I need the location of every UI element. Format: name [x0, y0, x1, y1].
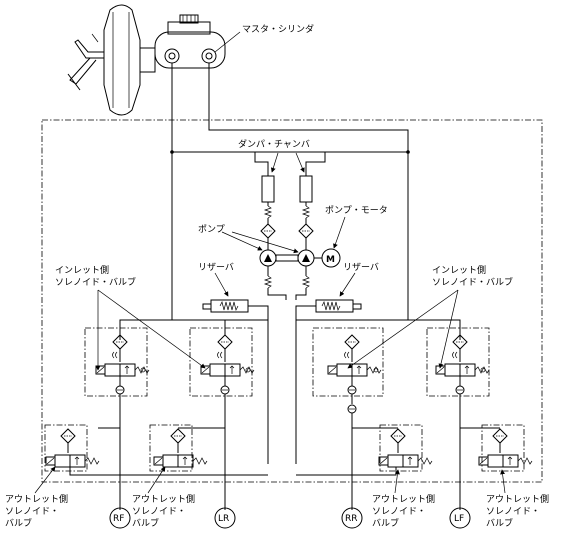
- outlet-lr-label-line2: ソレノイド・: [132, 507, 186, 517]
- inlet-right-label-line2: ソレノイド・バルブ: [432, 276, 513, 288]
- reservoir-left: [202, 299, 249, 313]
- outlet-rf-label-line2: ソレノイド・: [5, 507, 59, 517]
- pump-label: ポンプ: [198, 224, 225, 235]
- damper-chamber-left: [261, 175, 275, 203]
- motor-symbol: M: [326, 255, 335, 265]
- master-cylinder-assembly: [67, 4, 226, 116]
- wheel-rf: RF: [109, 507, 131, 529]
- outlet-valve-lf: [478, 424, 533, 472]
- wheel-rf-label: RF: [113, 514, 124, 524]
- outlet-valve-rf: [44, 424, 268, 476]
- pump-right: [297, 249, 315, 267]
- inlet-left-label-line2: ソレノイド・バルブ: [55, 276, 136, 288]
- wheel-rr: RR: [341, 507, 363, 529]
- outlet-rf-label-line1: アウトレット側: [5, 493, 68, 505]
- damper-chamber-right: [299, 175, 313, 203]
- inlet-valve-lr: [171, 152, 255, 428]
- pump-motor: M: [321, 248, 341, 268]
- outlet-valve-rr: [296, 424, 433, 476]
- master-cylinder-label: マスタ・シリンダ: [242, 23, 314, 35]
- inlet-valve-rr: [312, 327, 384, 428]
- reservoir-right: [315, 299, 362, 313]
- outlet-lf-label-line1: アウトレット側: [486, 493, 549, 505]
- outlet-rf-label-line3: バルブ: [5, 517, 32, 529]
- wheel-lr: LR: [214, 507, 236, 529]
- outlet-lf-label-line2: ソレノイド・: [486, 507, 540, 517]
- outlet-lr-label-line3: バルブ: [132, 517, 159, 529]
- outlet-lf-label-line3: バルブ: [486, 517, 513, 529]
- reservoir-right-label: リザーバ: [343, 262, 379, 273]
- inlet-valve-lf: [407, 152, 490, 428]
- inlet-valve-rf: [84, 327, 150, 428]
- outlet-rr-label-line3: バルブ: [372, 517, 399, 529]
- reservoir-left-label: リザーバ: [198, 262, 234, 273]
- wheel-rr-label: RR: [345, 514, 358, 524]
- outlet-valve-lr: [149, 424, 208, 472]
- pump-left: [259, 249, 277, 267]
- inlet-right-label-line1: インレット側: [432, 264, 486, 276]
- damper-chamber-label: ダンパ・チャンバ: [238, 138, 310, 150]
- pump-motor-label: ポンプ・モータ: [325, 205, 388, 216]
- hydraulic-unit-boundary: [41, 119, 543, 483]
- inlet-left-label-line1: インレット側: [55, 264, 109, 276]
- outlet-rr-label-line1: アウトレット側: [372, 493, 435, 505]
- wheel-lr-label: LR: [218, 514, 229, 524]
- outlet-lr-label-line1: アウトレット側: [132, 493, 195, 505]
- wheel-lf: LF: [449, 507, 471, 529]
- wheel-lf-label: LF: [454, 514, 464, 524]
- outlet-rr-label-line2: ソレノイド・: [372, 507, 426, 517]
